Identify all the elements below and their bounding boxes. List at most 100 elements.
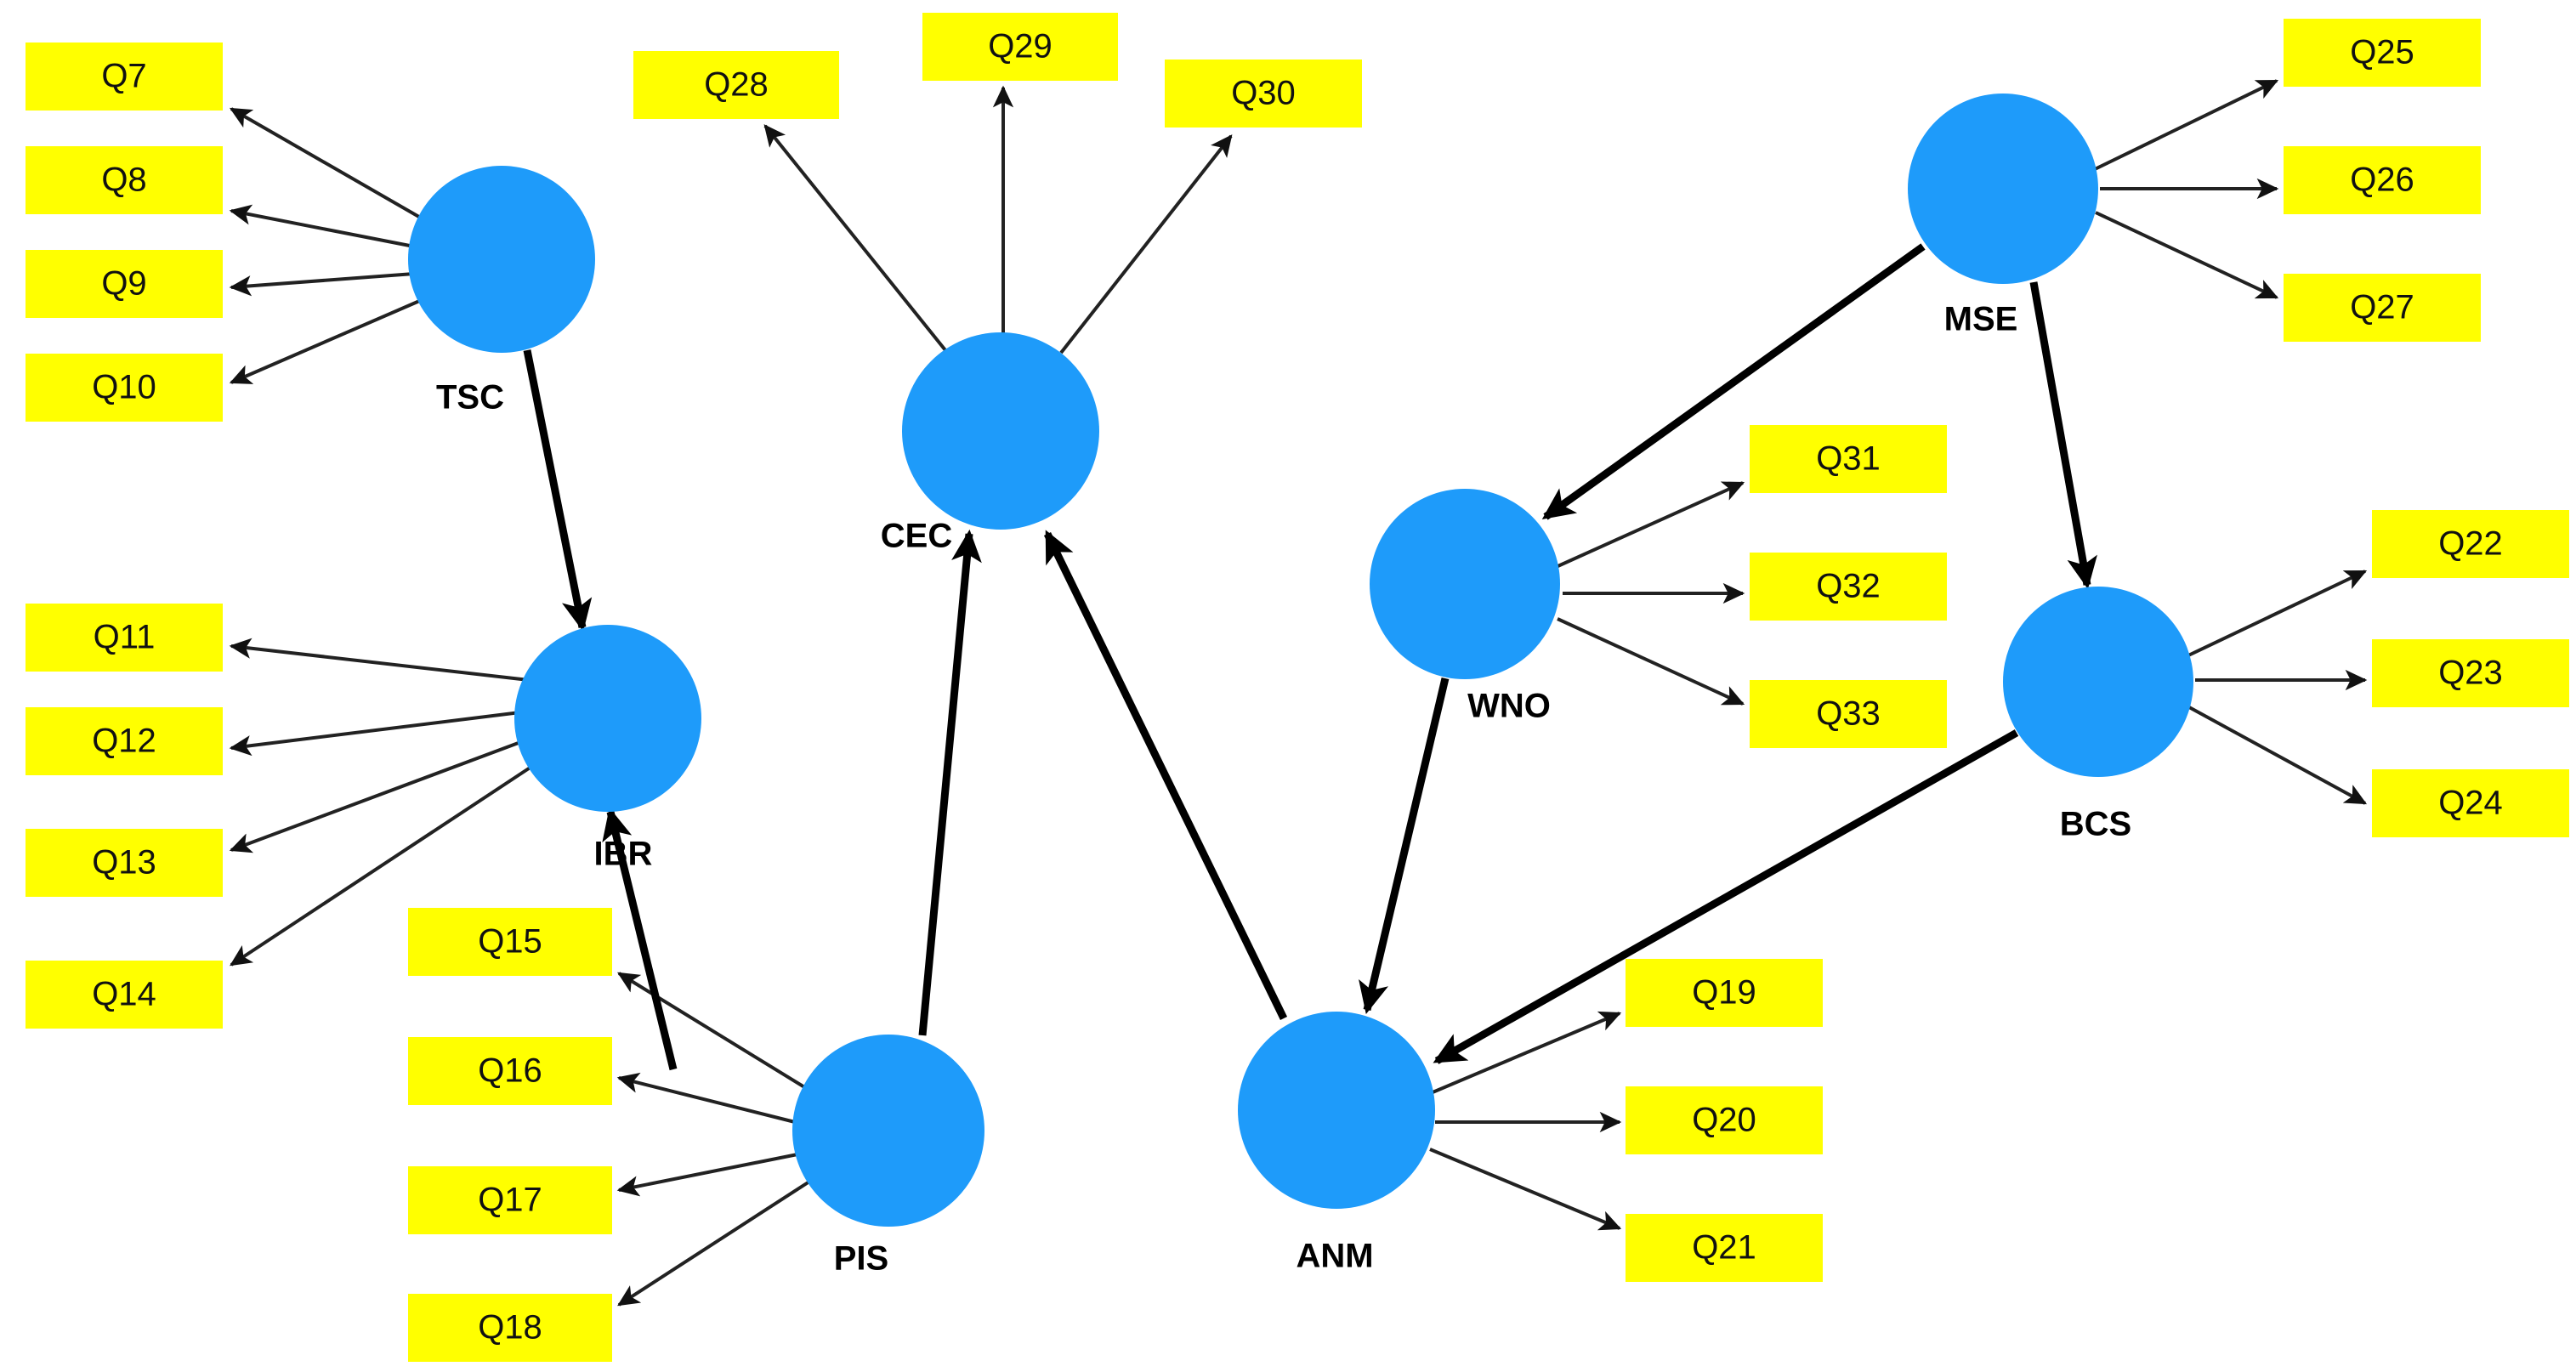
construct-label: PIS bbox=[834, 1240, 888, 1278]
structural-arrow bbox=[918, 529, 982, 1036]
construct-node-wno[interactable]: WNO bbox=[1370, 489, 1560, 725]
indicator-box[interactable] bbox=[26, 707, 223, 775]
construct-node-bcs[interactable]: BCS bbox=[2003, 587, 2193, 843]
indicator-box[interactable] bbox=[1165, 60, 1362, 128]
indicator-box[interactable] bbox=[633, 51, 839, 119]
indicator-node-q26[interactable]: Q26 bbox=[2284, 146, 2481, 214]
indicator-box[interactable] bbox=[26, 250, 223, 318]
measurement-arrow bbox=[616, 1072, 796, 1124]
indicator-node-q28[interactable]: Q28 bbox=[633, 51, 839, 119]
indicator-box[interactable] bbox=[2372, 769, 2569, 837]
indicator-box[interactable] bbox=[2372, 639, 2569, 707]
indicator-box[interactable] bbox=[2284, 19, 2481, 87]
indicator-box[interactable] bbox=[922, 13, 1118, 81]
indicator-node-q17[interactable]: Q17 bbox=[408, 1166, 612, 1234]
indicator-box[interactable] bbox=[26, 354, 223, 422]
indicator-label: Q25 bbox=[2350, 34, 2414, 71]
indicator-node-q30[interactable]: Q30 bbox=[1165, 60, 1362, 128]
indicator-box[interactable] bbox=[26, 604, 223, 672]
indicator-label: Q17 bbox=[478, 1182, 542, 1219]
structural-arrow bbox=[1433, 729, 2019, 1064]
indicator-box[interactable] bbox=[408, 908, 612, 976]
indicator-box[interactable] bbox=[2284, 146, 2481, 214]
indicator-label: Q32 bbox=[1816, 568, 1881, 605]
measurement-arrow bbox=[1557, 617, 1745, 706]
indicator-node-q12[interactable]: Q12 bbox=[26, 707, 223, 775]
construct-node-tsc[interactable]: TSC bbox=[408, 166, 595, 417]
indicator-node-q29[interactable]: Q29 bbox=[922, 13, 1118, 81]
measurement-arrow bbox=[229, 107, 424, 221]
indicator-node-q25[interactable]: Q25 bbox=[2284, 19, 2481, 87]
indicator-box[interactable] bbox=[26, 146, 223, 214]
indicator-node-q13[interactable]: Q13 bbox=[26, 829, 223, 897]
indicator-box[interactable] bbox=[1626, 1086, 1823, 1154]
construct-circle[interactable] bbox=[1238, 1012, 1435, 1209]
indicator-label: Q11 bbox=[94, 619, 156, 656]
indicator-box[interactable] bbox=[408, 1294, 612, 1362]
indicator-node-q10[interactable]: Q10 bbox=[26, 354, 223, 422]
construct-circle[interactable] bbox=[2003, 587, 2193, 777]
measurement-arrow bbox=[2095, 211, 2279, 299]
indicator-box[interactable] bbox=[1750, 680, 1947, 748]
structural-arrow bbox=[1043, 530, 1288, 1020]
indicator-box[interactable] bbox=[1750, 553, 1947, 621]
indicator-box[interactable] bbox=[1626, 1214, 1823, 1282]
construct-circle[interactable] bbox=[902, 332, 1099, 530]
indicator-label: Q28 bbox=[704, 66, 769, 104]
indicator-box[interactable] bbox=[1626, 959, 1823, 1027]
indicator-box[interactable] bbox=[26, 43, 223, 111]
indicator-node-q21[interactable]: Q21 bbox=[1626, 1214, 1823, 1282]
indicator-node-q18[interactable]: Q18 bbox=[408, 1294, 612, 1362]
indicator-box[interactable] bbox=[26, 829, 223, 897]
construct-node-pis[interactable]: PIS bbox=[792, 1035, 984, 1278]
indicator-node-q23[interactable]: Q23 bbox=[2372, 639, 2569, 707]
indicator-node-q7[interactable]: Q7 bbox=[26, 43, 223, 111]
indicator-node-q9[interactable]: Q9 bbox=[26, 250, 223, 318]
indicator-node-q14[interactable]: Q14 bbox=[26, 961, 223, 1029]
indicator-box[interactable] bbox=[408, 1166, 612, 1234]
indicator-node-q15[interactable]: Q15 bbox=[408, 908, 612, 976]
indicator-label: Q13 bbox=[92, 844, 156, 882]
construct-node-cec[interactable]: CEC bbox=[881, 332, 1099, 555]
indicator-node-q22[interactable]: Q22 bbox=[2372, 510, 2569, 578]
construct-circle[interactable] bbox=[514, 625, 701, 812]
construct-circle[interactable] bbox=[408, 166, 595, 353]
indicator-node-q19[interactable]: Q19 bbox=[1626, 959, 1823, 1027]
indicator-node-q20[interactable]: Q20 bbox=[1626, 1086, 1823, 1154]
indicator-boxes-group: Q7Q8Q9Q10Q11Q12Q13Q14Q15Q16Q17Q18Q28Q29Q… bbox=[26, 13, 2569, 1362]
indicator-box[interactable] bbox=[2284, 274, 2481, 342]
measurement-arrow bbox=[763, 124, 947, 352]
indicator-node-q33[interactable]: Q33 bbox=[1750, 680, 1947, 748]
indicator-node-q8[interactable]: Q8 bbox=[26, 146, 223, 214]
measurement-arrow bbox=[2186, 570, 2368, 658]
indicator-label: Q19 bbox=[1692, 974, 1756, 1012]
construct-circle[interactable] bbox=[792, 1035, 984, 1227]
structural-arrow bbox=[1541, 243, 1926, 520]
indicator-box[interactable] bbox=[2372, 510, 2569, 578]
measurement-arrow bbox=[229, 638, 530, 682]
construct-node-mse[interactable]: MSE bbox=[1908, 94, 2098, 338]
construct-node-anm[interactable]: ANM bbox=[1238, 1012, 1435, 1275]
construct-label: MSE bbox=[1944, 301, 2018, 338]
indicator-label: Q33 bbox=[1816, 695, 1881, 733]
indicator-box[interactable] bbox=[1750, 425, 1947, 493]
indicator-node-q27[interactable]: Q27 bbox=[2284, 274, 2481, 342]
indicator-label: Q22 bbox=[2438, 525, 2503, 563]
construct-node-ibr[interactable]: IBR bbox=[514, 625, 701, 873]
indicator-box[interactable] bbox=[26, 961, 223, 1029]
structural-edges-group bbox=[523, 243, 2097, 1071]
measurement-arrow bbox=[1553, 481, 1745, 570]
indicator-box[interactable] bbox=[408, 1037, 612, 1105]
construct-circle[interactable] bbox=[1908, 94, 2098, 284]
indicator-label: Q12 bbox=[92, 723, 156, 760]
indicator-node-q16[interactable]: Q16 bbox=[408, 1037, 612, 1105]
indicator-node-q32[interactable]: Q32 bbox=[1750, 553, 1947, 621]
measurement-arrow bbox=[617, 972, 808, 1090]
indicator-node-q31[interactable]: Q31 bbox=[1750, 425, 1947, 493]
indicator-node-q24[interactable]: Q24 bbox=[2372, 769, 2569, 837]
construct-circle[interactable] bbox=[1370, 489, 1560, 679]
indicator-node-q11[interactable]: Q11 bbox=[26, 604, 223, 672]
indicator-label: Q27 bbox=[2350, 289, 2414, 326]
construct-circles-group: TSC IBR CEC PIS ANM WNO MSE BCS bbox=[408, 94, 2193, 1278]
